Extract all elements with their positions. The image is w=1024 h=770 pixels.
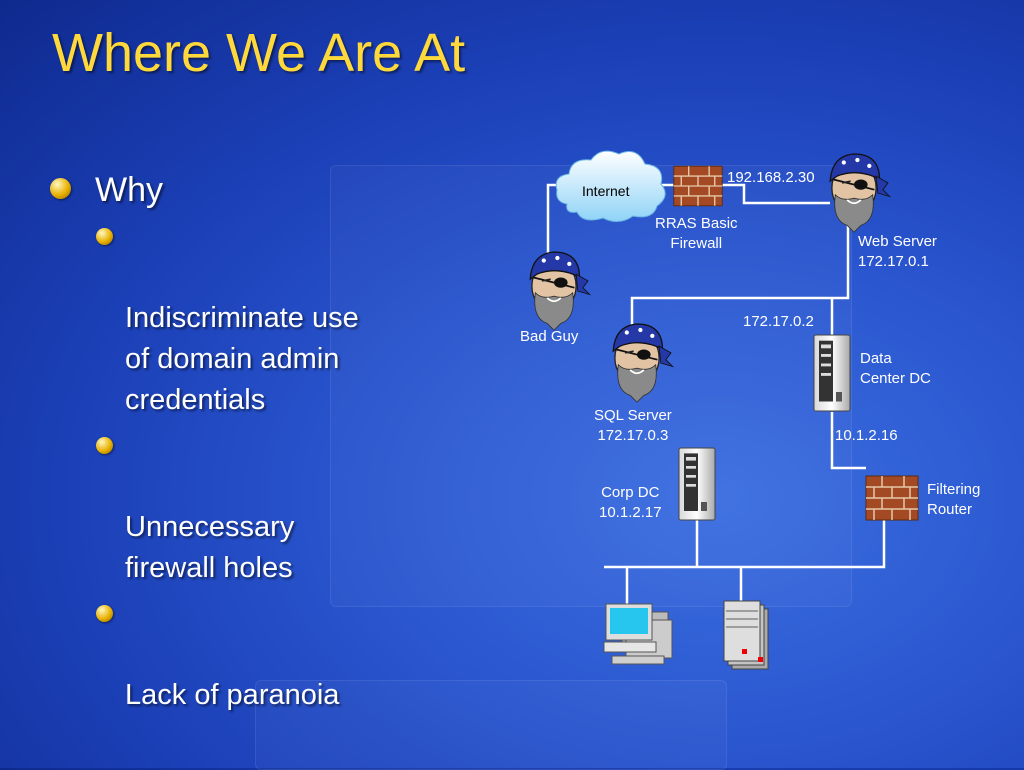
sub-bullet: Indiscriminate use of domain admin crede… bbox=[50, 216, 430, 421]
corp-dc-label: Corp DC 10.1.2.17 bbox=[599, 484, 662, 521]
data-center-dc-server-icon bbox=[813, 334, 851, 412]
bullet-list: Why Indiscriminate use of domain admin c… bbox=[50, 168, 430, 720]
cloud-icon bbox=[555, 150, 666, 222]
web-server-label: Web Server 172.17.0.1 bbox=[858, 233, 937, 270]
workstation-icon bbox=[603, 603, 673, 665]
filtering-router-icon bbox=[865, 475, 919, 521]
bullet-text: Why bbox=[95, 171, 163, 209]
server-stack-icon bbox=[723, 600, 769, 670]
sql-server-pirate-icon bbox=[612, 323, 674, 404]
sub-bullet-list: Indiscriminate use of domain admin crede… bbox=[50, 216, 430, 716]
rras-firewall-label: RRAS Basic Firewall bbox=[655, 215, 738, 252]
sub-bullet-text: Unnecessary firewall holes bbox=[125, 511, 295, 584]
bullet-icon bbox=[50, 178, 71, 199]
subnet-ip-label: 172.17.0.2 bbox=[743, 313, 814, 330]
sub-bullet: Unnecessary firewall holes bbox=[50, 425, 430, 589]
sub-bullet-text: Lack of paranoia bbox=[125, 679, 340, 711]
rras-ip-label: 192.168.2.30 bbox=[727, 169, 815, 186]
sub-bullet-icon bbox=[96, 605, 113, 622]
bullet-why: Why bbox=[50, 168, 430, 212]
sub-bullet-text: Indiscriminate use of domain admin crede… bbox=[125, 302, 359, 416]
sub-bullet-icon bbox=[96, 228, 113, 245]
bad-guy-label: Bad Guy bbox=[520, 328, 579, 345]
dc-ip-label: 10.1.2.16 bbox=[835, 427, 898, 444]
link-datacenter-router bbox=[830, 412, 866, 470]
rras-firewall-icon bbox=[673, 165, 723, 207]
web-server-pirate-icon bbox=[829, 153, 891, 234]
bad-guy-pirate-icon bbox=[529, 251, 591, 332]
internet-label: Internet bbox=[582, 183, 630, 199]
slide-title: Where We Are At bbox=[52, 23, 466, 83]
link-rras-webserver bbox=[722, 183, 830, 205]
sql-server-label: SQL Server 172.17.0.3 bbox=[594, 407, 672, 444]
sub-bullet: Lack of paranoia bbox=[50, 593, 430, 716]
filtering-router-label: Filtering Router bbox=[927, 481, 981, 518]
link-webserver-subnet bbox=[630, 215, 850, 345]
corp-dc-server-icon bbox=[678, 447, 716, 521]
sub-bullet-icon bbox=[96, 437, 113, 454]
data-center-dc-label: Data Center DC bbox=[860, 350, 931, 387]
